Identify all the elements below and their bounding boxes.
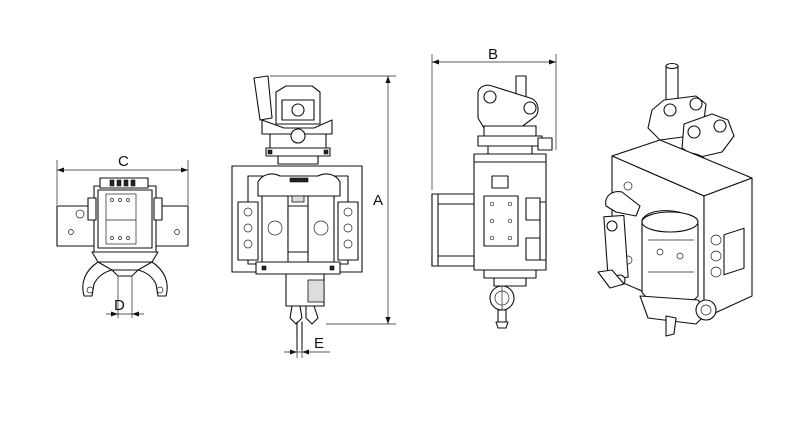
dimension-a: A: [270, 75, 396, 325]
view-side: B: [431, 46, 557, 329]
dimension-e: E: [284, 335, 330, 358]
dimension-c: C: [56, 153, 189, 205]
dimension-e-label: E: [314, 335, 324, 352]
dimension-d: D: [106, 276, 144, 318]
dimension-c-label: C: [118, 153, 129, 170]
dimension-b: B: [431, 46, 557, 190]
dimension-b-label: B: [488, 46, 498, 63]
dimension-a-label: A: [373, 192, 383, 209]
view-isometric: [597, 62, 753, 337]
view-clamp-front: C: [56, 153, 189, 318]
view-front: A E: [231, 75, 396, 358]
dimension-d-label: D: [114, 297, 125, 314]
